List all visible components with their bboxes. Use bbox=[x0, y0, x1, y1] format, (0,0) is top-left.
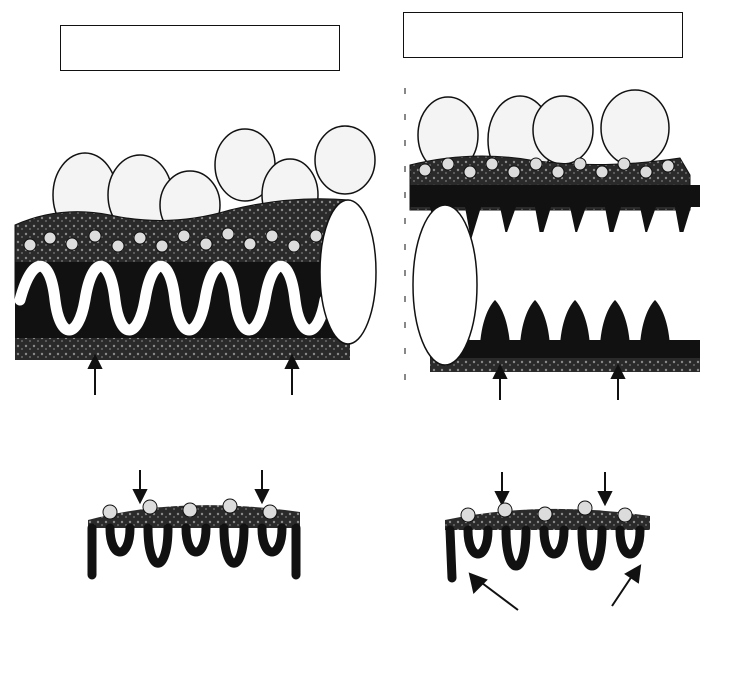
right-side-label bbox=[422, 210, 468, 360]
left-down-arrows bbox=[134, 470, 268, 502]
scale-marks bbox=[378, 88, 402, 408]
right-down-arrows bbox=[496, 472, 611, 504]
left-side-label bbox=[328, 215, 368, 330]
right-small-membrane bbox=[445, 501, 650, 578]
right-inset-box bbox=[478, 232, 714, 298]
right-panel-title bbox=[403, 12, 683, 58]
left-panel-title bbox=[60, 25, 340, 71]
left-lower-strip bbox=[15, 338, 350, 360]
right-lower-strip bbox=[430, 358, 700, 372]
left-small-membrane bbox=[88, 499, 300, 575]
right-pointer-arrows bbox=[470, 566, 640, 610]
left-up-arrows bbox=[89, 356, 298, 395]
left-membrane-section bbox=[15, 126, 376, 575]
